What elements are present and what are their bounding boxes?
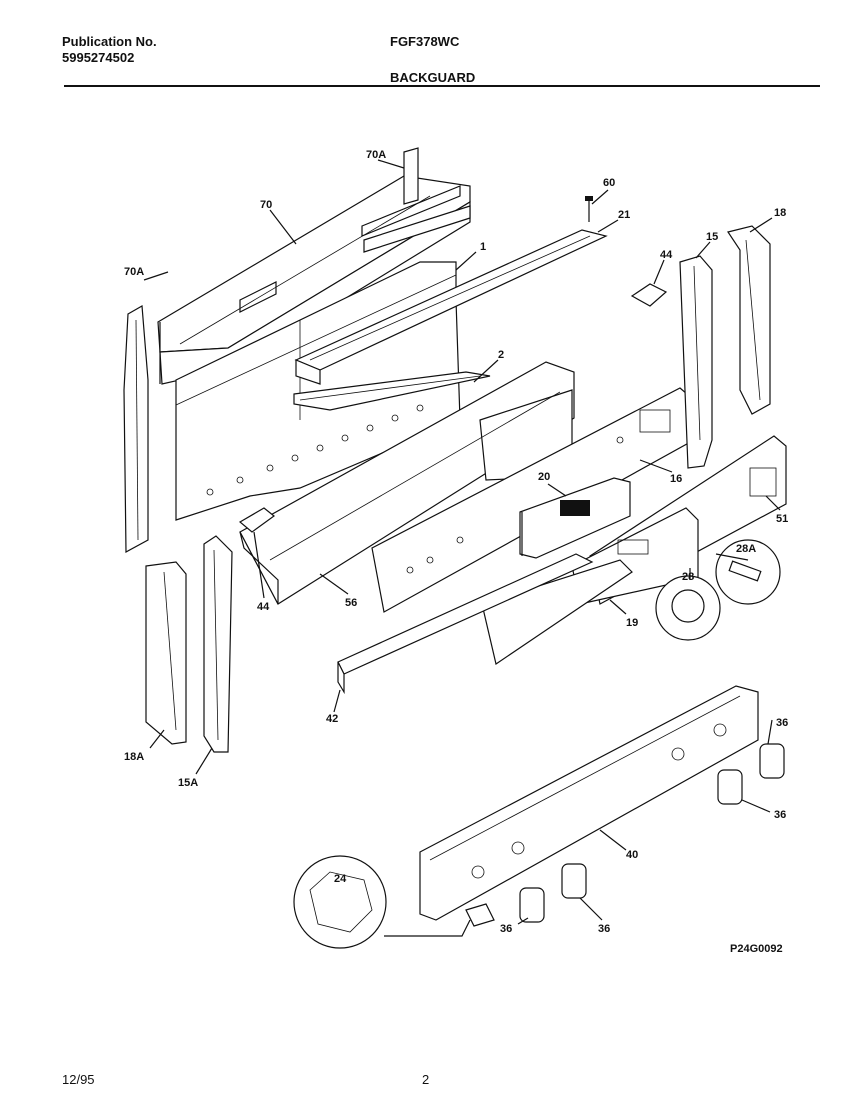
model-number: FGF378WC	[390, 34, 460, 49]
part-70A-top-strip	[403, 147, 419, 205]
diagram-id: P24G0092	[730, 943, 783, 955]
part-15-right-bracket	[679, 255, 713, 469]
callout-51: 51	[776, 513, 788, 525]
callout-15A: 15A	[178, 777, 198, 789]
callout-20: 20	[538, 471, 550, 483]
callout-36-d: 36	[500, 923, 512, 935]
part-60-screw	[585, 196, 593, 222]
footer-page-number: 2	[422, 1072, 430, 1087]
part-40-manifold-panel	[419, 685, 759, 921]
callout-36-a: 36	[776, 717, 788, 729]
callout-42: 42	[326, 713, 338, 725]
callout-1: 1	[480, 241, 486, 253]
part-70-vent-duct	[157, 175, 471, 385]
part-18-right-endcap	[727, 225, 771, 415]
footer-date: 12/95	[62, 1072, 95, 1087]
callout-70A-top: 70A	[366, 149, 386, 161]
callout-19: 19	[626, 617, 638, 629]
part-36-knob-c	[561, 863, 587, 899]
callout-44-bottom: 44	[257, 601, 270, 613]
callout-16: 16	[670, 473, 682, 485]
callout-36-c: 36	[598, 923, 610, 935]
leader-lines	[143, 159, 781, 925]
part-28-knob-callout	[655, 575, 721, 641]
header-rule	[64, 85, 820, 87]
part-21-top-trim	[294, 229, 608, 385]
callout-56: 56	[345, 597, 357, 609]
part-36-knob-b	[717, 769, 743, 805]
part-24-ignition-callout	[293, 855, 495, 949]
callout-28: 28	[682, 571, 694, 583]
callout-28A: 28A	[736, 543, 756, 555]
part-36-knob-a	[759, 743, 785, 779]
callout-18A: 18A	[124, 751, 144, 763]
callout-24: 24	[334, 873, 347, 885]
publication-number: 5995274502	[62, 50, 135, 65]
callout-2: 2	[498, 349, 504, 361]
callout-40: 40	[626, 849, 638, 861]
part-15A-left-bracket	[203, 535, 233, 753]
part-28A-insert-callout	[715, 539, 781, 605]
callout-15: 15	[706, 231, 718, 243]
part-70A-left-strip	[123, 305, 149, 554]
callout-70A-left: 70A	[124, 266, 144, 278]
callout-70: 70	[260, 199, 272, 211]
callout-36-b: 36	[774, 809, 786, 821]
part-19-control-face	[481, 507, 699, 665]
callout-44-top: 44	[660, 249, 673, 261]
part-36-knob-d	[519, 887, 545, 923]
part-18A-left-endcap	[145, 561, 187, 745]
part-42-lower-trim	[337, 553, 594, 695]
part-2-heat-shield	[293, 371, 491, 411]
publication-label: Publication No.	[62, 34, 157, 49]
part-20-electronic-control	[519, 477, 631, 559]
part-44-clip-bottom	[238, 507, 275, 533]
section-title: BACKGUARD	[390, 70, 476, 85]
callout-60: 60	[603, 177, 615, 189]
part-44-clip-top	[630, 283, 668, 307]
callout-18: 18	[774, 207, 786, 219]
callout-21: 21	[618, 209, 630, 221]
